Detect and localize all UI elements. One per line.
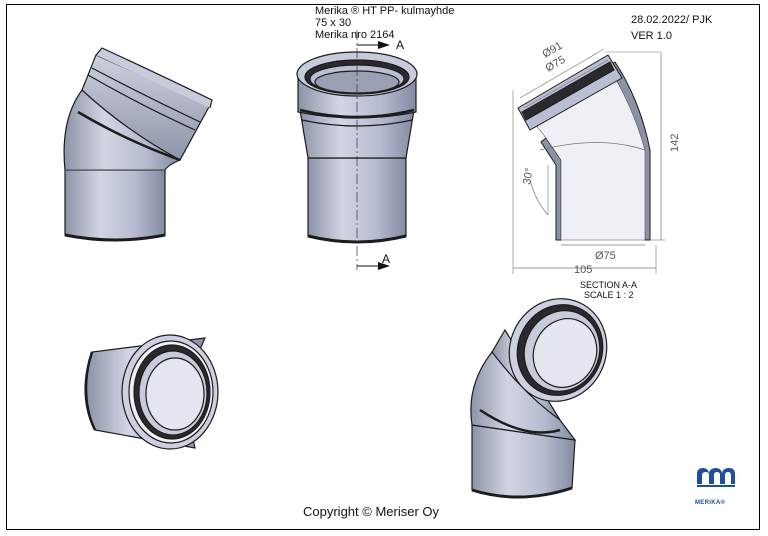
section-view [512,48,665,274]
sheet-border [6,4,760,530]
brand-wordmark: MERIKA® [695,500,726,506]
merika-logo [697,468,735,487]
product-title: Merika ® HT PP- kulmayhde [315,5,455,17]
isometric-view-left [84,334,219,450]
dim-height: 142 [669,134,681,152]
side-view-left [63,47,213,242]
isometric-view-right [470,298,608,499]
front-view [296,30,418,270]
product-size: 75 x 30 [315,17,352,29]
product-number: Merika nro 2164 [315,29,395,41]
pipe-lower-body [64,169,166,241]
section-marker-bottom: A [382,252,390,266]
section-seal [521,61,615,121]
section-label: SECTION A-A [580,280,637,290]
dim-bottom-diameter: Ø75 [595,250,616,262]
copyright: Copyright © Meriser Oy [303,504,439,519]
drawing-date: 28.02.2022/ PJK [631,14,713,26]
section-marker-top: A [396,38,404,52]
drawing-version: VER 1.0 [631,30,672,42]
dim-width: 105 [574,264,592,276]
section-scale: SCALE 1 : 2 [584,290,634,300]
dim-angle: 30° [521,167,536,185]
